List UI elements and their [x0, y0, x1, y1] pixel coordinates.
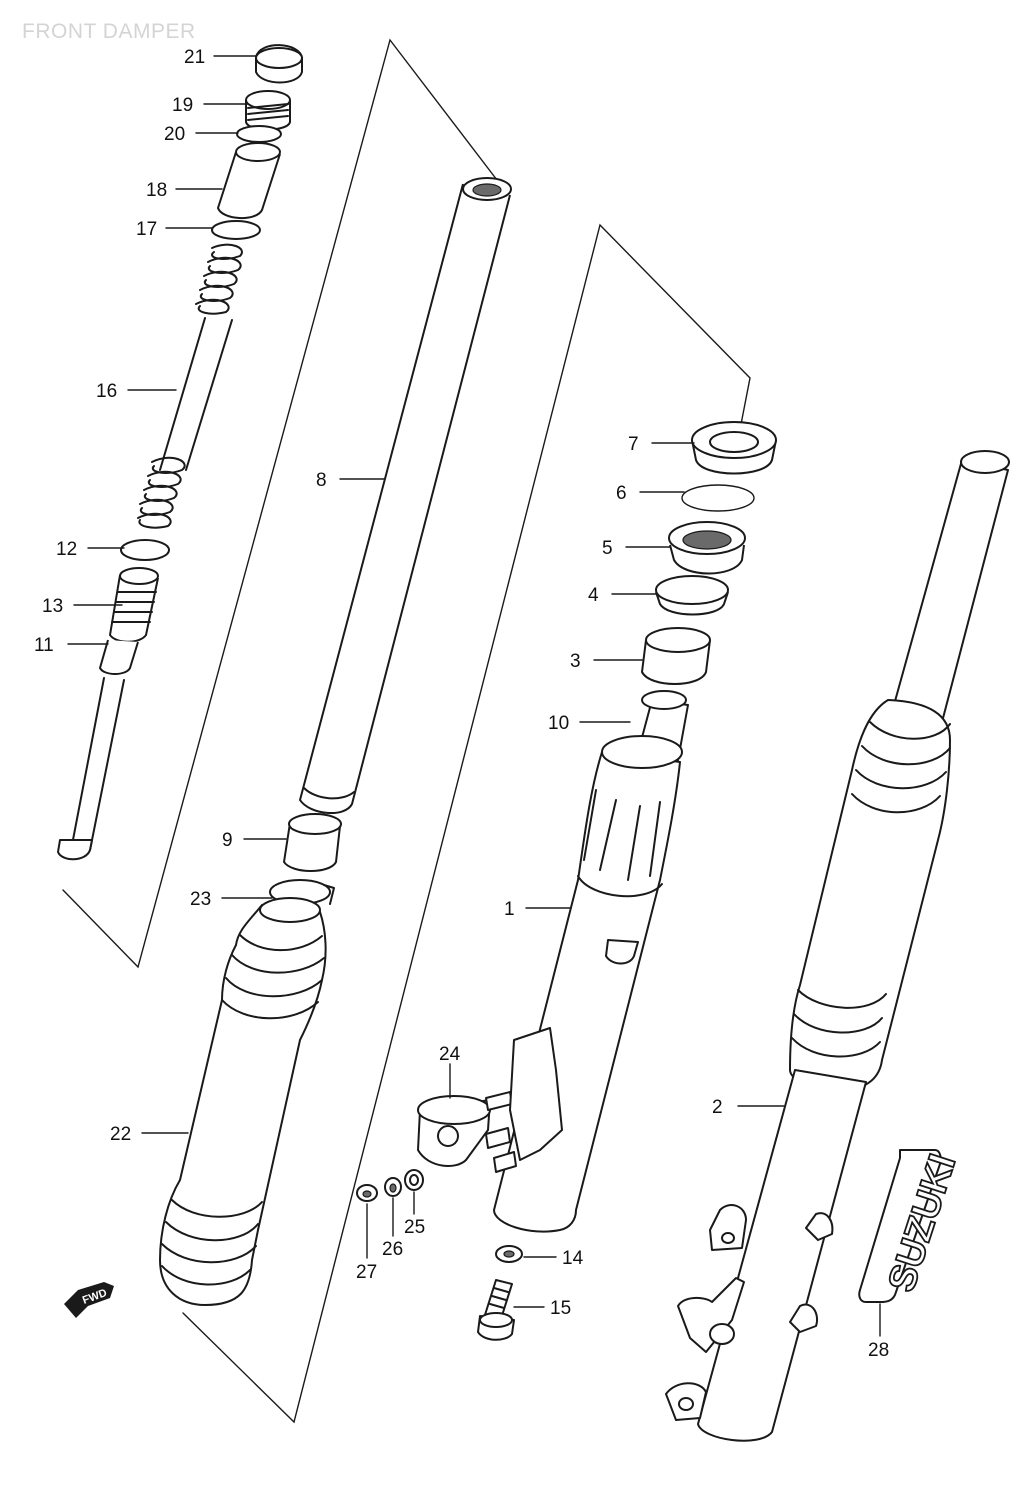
part-6-snap-ring	[681, 484, 755, 512]
callout-13: 13	[42, 596, 63, 617]
callout-2: 2	[712, 1097, 723, 1118]
part-13-piston	[109, 567, 159, 643]
callout-9: 9	[222, 830, 233, 851]
part-26-lock-washer	[384, 1177, 402, 1197]
callout-27: 27	[356, 1262, 377, 1283]
part-21-cap	[255, 44, 303, 84]
callout-8: 8	[316, 470, 327, 491]
guide-line-damper-group	[62, 38, 498, 969]
part-28-emblem: SUZUKI	[858, 1148, 965, 1303]
part-11-damper-rod	[57, 639, 139, 861]
callout-21: 21	[184, 47, 205, 68]
part-27-nut	[356, 1184, 378, 1202]
part-12-ring	[120, 539, 170, 561]
callout-5: 5	[602, 538, 613, 559]
callout-20: 20	[164, 124, 185, 145]
callout-3: 3	[570, 651, 581, 672]
part-20-ring	[236, 125, 282, 143]
part-4-washer	[655, 575, 729, 616]
callout-17: 17	[136, 219, 157, 240]
part-3-bushing	[641, 627, 711, 685]
callout-labels: 21 19 20 18 17 16 12 13 11 8 9 23 22 7 6…	[34, 47, 889, 1361]
assembly-guide-lines	[62, 38, 751, 1424]
part-14-gasket	[495, 1245, 523, 1263]
upper-spring	[195, 243, 243, 315]
callout-16: 16	[96, 381, 117, 402]
callout-28: 28	[868, 1340, 889, 1361]
forward-direction-marker: FWD	[64, 1282, 114, 1318]
part-19-collar	[245, 90, 291, 131]
part-5-oil-seal	[668, 521, 746, 575]
callout-18: 18	[146, 180, 167, 201]
callout-26: 26	[382, 1239, 403, 1260]
callout-15: 15	[550, 1298, 571, 1319]
part-8-inner-tube	[299, 177, 512, 815]
part-16-damper-cylinder	[159, 317, 233, 471]
part-15-bolt	[477, 1279, 515, 1341]
callout-7: 7	[628, 434, 639, 455]
part-25-washer	[404, 1169, 424, 1191]
callout-6: 6	[616, 483, 627, 504]
callout-4: 4	[588, 585, 599, 606]
part-24-bracket	[417, 1027, 563, 1173]
part-17-washer	[211, 220, 261, 240]
lower-spring	[137, 456, 186, 529]
diagram-title: FRONT DAMPER	[22, 20, 196, 43]
callout-11: 11	[34, 635, 54, 656]
callout-14: 14	[562, 1248, 584, 1269]
callout-25: 25	[404, 1217, 425, 1238]
part-2-fork-assembly	[665, 450, 1010, 1442]
callout-24: 24	[439, 1044, 461, 1065]
part-7-dust-seal	[691, 421, 777, 475]
part-9-bushing	[283, 813, 342, 872]
callout-19: 19	[172, 95, 193, 116]
callout-12: 12	[56, 539, 77, 560]
callout-10: 10	[548, 713, 569, 734]
callout-22: 22	[110, 1124, 131, 1145]
callout-23: 23	[190, 889, 211, 910]
part-22-dust-boot	[159, 897, 327, 1306]
callout-leaders	[67, 55, 881, 1337]
callout-1: 1	[504, 899, 515, 920]
guide-line-tube-group	[182, 223, 751, 1424]
part-18-spacer	[217, 142, 281, 219]
